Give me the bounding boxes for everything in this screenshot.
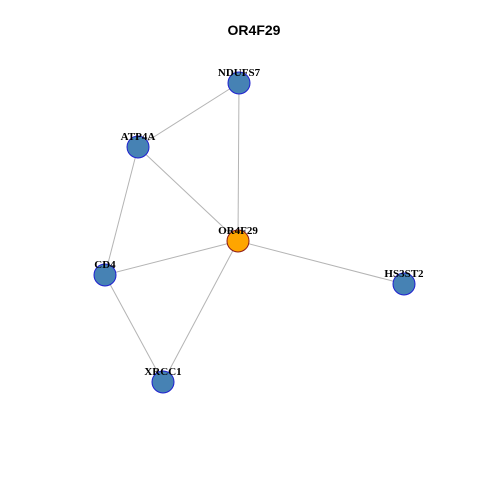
node-hs3st2: HS3ST2 <box>384 268 424 296</box>
edge-atp4a-or4f29 <box>137 146 239 242</box>
edge-or4f29-hs3st2 <box>237 240 405 285</box>
node-label-cd4: CD4 <box>94 259 116 271</box>
node-circle-atp4a <box>126 135 150 159</box>
node-label-ndufs7: NDUFS7 <box>218 67 261 79</box>
edge-cd4-or4f29 <box>104 240 239 276</box>
node-label-hs3st2: HS3ST2 <box>384 268 424 280</box>
edge-layer <box>104 82 405 383</box>
edge-ndufs7-or4f29 <box>237 82 240 242</box>
node-circle-xrcc1 <box>151 370 175 394</box>
node-or4f29: OR4F29 <box>218 225 258 253</box>
edge-cd4-xrcc1 <box>104 274 164 383</box>
node-ndufs7: NDUFS7 <box>218 67 261 95</box>
node-xrcc1: XRCC1 <box>144 366 182 394</box>
diagram-title: OR4F29 <box>228 22 281 38</box>
node-atp4a: ATP4A <box>121 131 156 159</box>
node-circle-ndufs7 <box>227 71 251 95</box>
node-circle-or4f29 <box>226 229 250 253</box>
edge-or4f29-xrcc1 <box>162 240 239 383</box>
node-circle-hs3st2 <box>392 272 416 296</box>
node-cd4: CD4 <box>93 259 117 287</box>
node-label-xrcc1: XRCC1 <box>144 366 181 378</box>
edge-ndufs7-atp4a <box>137 82 240 148</box>
edge-atp4a-cd4 <box>104 146 139 276</box>
node-label-atp4a: ATP4A <box>121 131 156 143</box>
node-circle-cd4 <box>93 263 117 287</box>
node-label-or4f29: OR4F29 <box>218 225 258 237</box>
